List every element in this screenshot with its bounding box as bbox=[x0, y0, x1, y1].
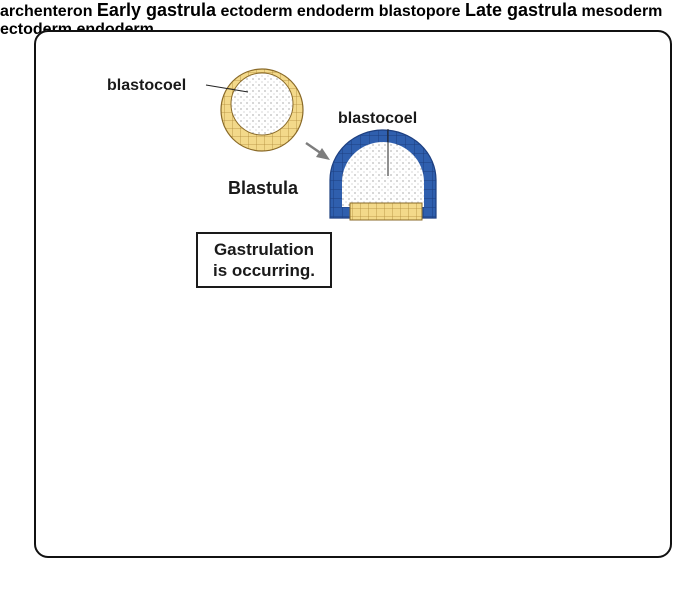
arrow-stage-1-to-2 bbox=[305, 142, 330, 160]
blastopore-group: blastopore bbox=[379, 3, 465, 20]
archenteron-label: archenteron bbox=[0, 3, 93, 20]
blastocoel-label-top-group: blastocoel bbox=[107, 77, 249, 94]
endoderm-early-label: endoderm bbox=[296, 3, 375, 20]
blastocoel-label-top: blastocoel bbox=[107, 77, 186, 94]
blastocoel-leader-top bbox=[205, 84, 249, 93]
blastula-label: Blastula bbox=[228, 178, 299, 198]
blastula-embryo bbox=[329, 129, 437, 221]
endoderm-early-group: endoderm bbox=[297, 3, 379, 20]
archenteron-label-group: archenteron bbox=[0, 3, 97, 20]
blastocoel-label-blastula: blastocoel bbox=[338, 110, 417, 127]
gastrulation-callout: Gastrulation is occurring. bbox=[196, 232, 332, 288]
ectoderm-early-label: ectoderm bbox=[220, 3, 293, 20]
early-blastula bbox=[220, 68, 304, 152]
figure-frame bbox=[34, 30, 672, 558]
late-gastrula-label: Late gastrula bbox=[464, 0, 578, 20]
early-gastrula-label: Early gastrula bbox=[96, 0, 216, 20]
callout-line-1: Gastrulation bbox=[213, 240, 315, 259]
mesoderm-label: mesoderm bbox=[581, 3, 663, 20]
blastopore-label: blastopore bbox=[378, 3, 461, 20]
mesoderm-group: mesoderm bbox=[581, 3, 662, 20]
ectoderm-early-group: ectoderm bbox=[220, 3, 296, 20]
blastocoel-label-blastula-group: blastocoel bbox=[338, 110, 417, 176]
callout-line-2: is occurring. bbox=[212, 261, 316, 280]
